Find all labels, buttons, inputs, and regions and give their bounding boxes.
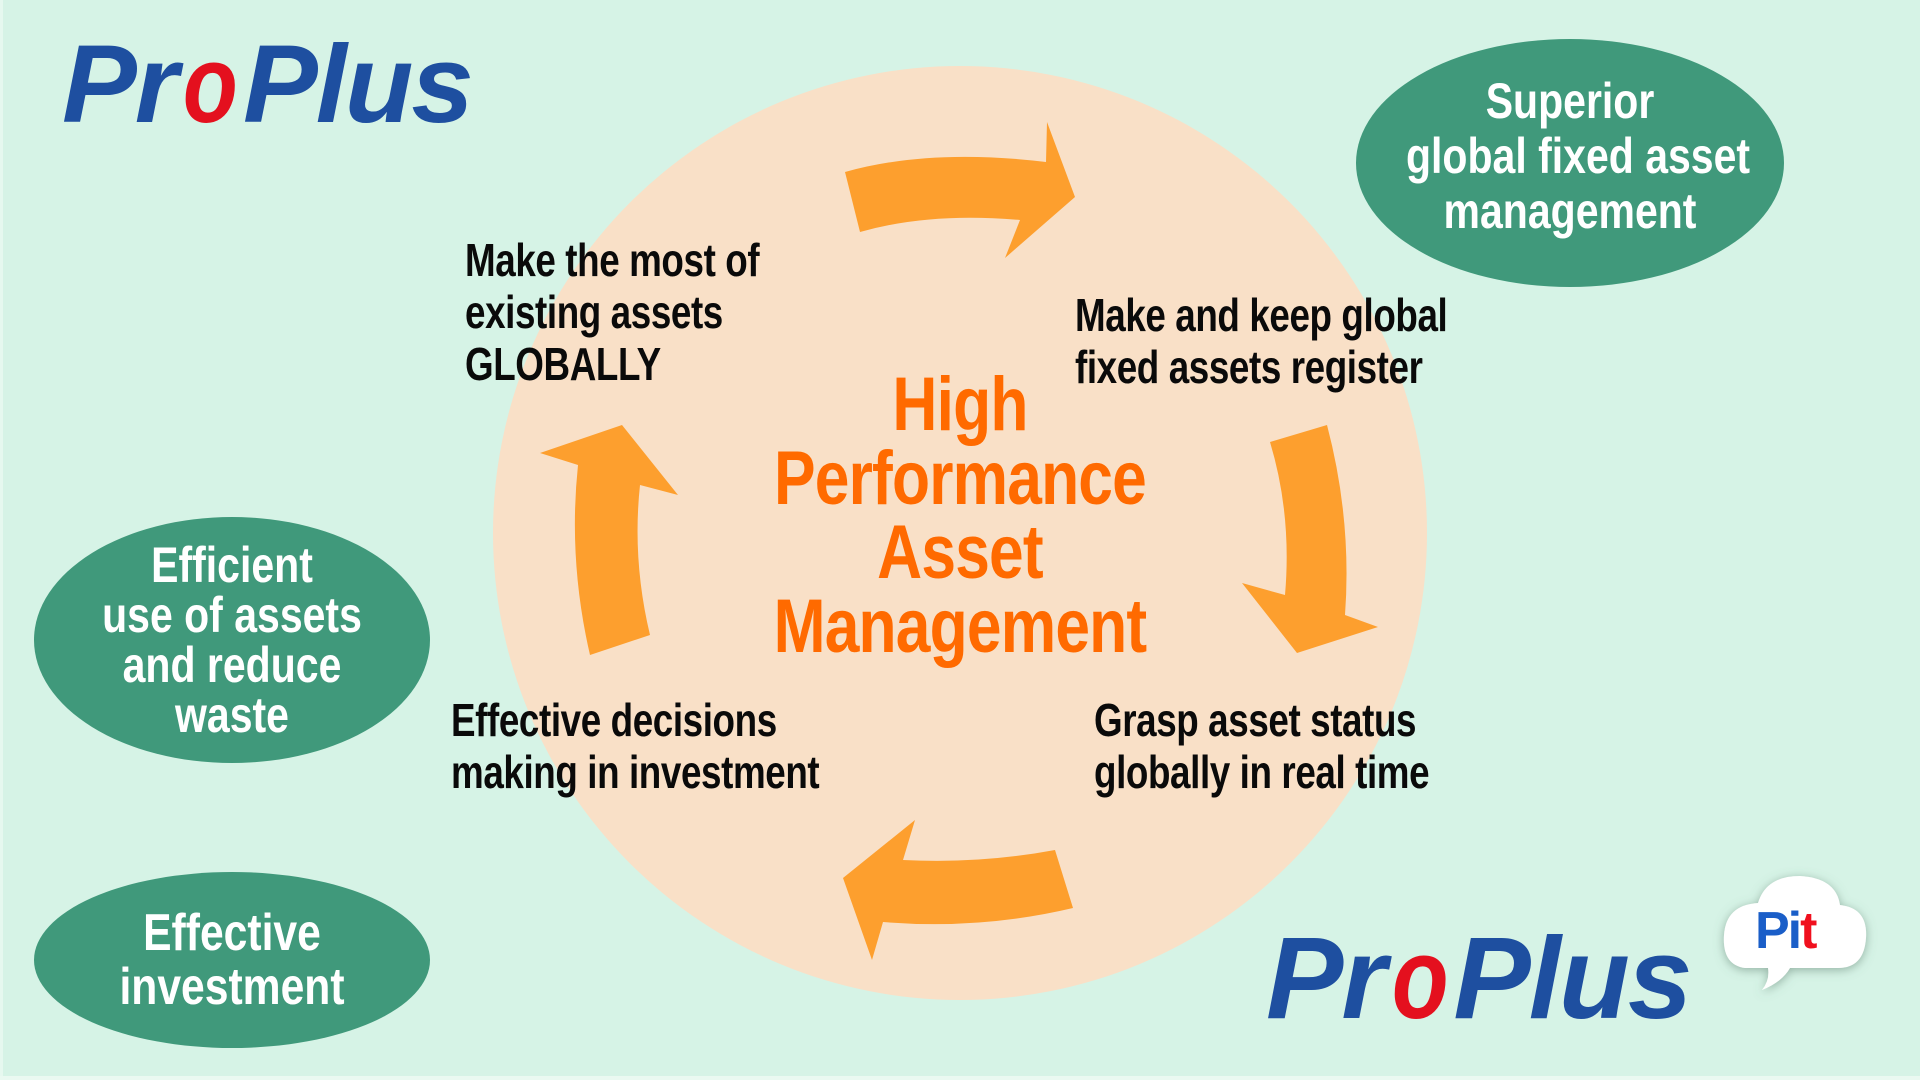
- arrow-down-icon: [1242, 425, 1378, 653]
- benefit-ellipse-superior: [1356, 39, 1784, 287]
- benefit-ellipse-efficient: [34, 517, 430, 763]
- title-line: High: [892, 362, 1028, 447]
- cycle-step-make-most: Make the most of existing assets GLOBALL…: [465, 234, 760, 390]
- benefit-line: waste: [175, 687, 289, 743]
- step-line: Make and keep global: [1075, 289, 1448, 341]
- benefit-line: use of assets: [102, 587, 362, 643]
- logo-text-plus: Plus: [242, 23, 474, 146]
- pit-badge-label: Pit: [1755, 902, 1818, 960]
- logo-text-pr: Pr: [62, 23, 178, 146]
- title-line: Management: [773, 584, 1148, 669]
- arrow-left-icon: [843, 820, 1073, 960]
- title-line: Asset: [877, 510, 1043, 595]
- cycle-step-grasp-status: Grasp asset status globally in real time: [1094, 694, 1430, 798]
- pit-cloud-icon: [1723, 876, 1867, 990]
- step-line: Grasp asset status: [1094, 694, 1417, 746]
- step-line: globally in real time: [1094, 746, 1430, 798]
- bottom-edge-strip: [0, 1076, 1920, 1080]
- arrow-up-icon: [540, 425, 678, 655]
- cycle-step-register: Make and keep global fixed assets regist…: [1075, 289, 1448, 393]
- benefit-line: management: [1443, 183, 1697, 239]
- benefit-line: and reduce: [122, 637, 342, 693]
- benefit-line: global fixed asset: [1406, 128, 1751, 184]
- cycle-circle: [493, 66, 1427, 1000]
- benefit-line: Efficient: [151, 537, 313, 593]
- proplus-logo-top: ProPlus: [62, 23, 474, 146]
- step-line: fixed assets register: [1075, 341, 1423, 393]
- proplus-logo-bottom: ProPlus: [1266, 913, 1692, 1043]
- cycle-step-decisions: Effective decisions making in investment: [451, 694, 820, 798]
- pit-badge-pi: Pi: [1755, 902, 1802, 960]
- step-line: existing assets: [465, 286, 723, 338]
- benefit-superior-text: Superior global fixed asset management: [1370, 74, 1770, 239]
- arrow-right-icon: [845, 122, 1075, 258]
- logo-text-plus: Plus: [1453, 913, 1692, 1043]
- logo-red-o: o: [183, 23, 238, 146]
- benefit-line: investment: [119, 958, 345, 1016]
- step-line: Effective decisions: [451, 694, 777, 746]
- step-line: Make the most of: [465, 234, 760, 286]
- benefit-effective-investment-text: Effective investment: [32, 906, 432, 1014]
- benefit-efficient-text: Efficient use of assets and reduce waste: [32, 540, 432, 740]
- step-line: making in investment: [451, 746, 820, 798]
- benefit-line: Superior: [1485, 73, 1655, 129]
- benefit-ellipse-effective-investment: [34, 872, 430, 1048]
- title-line: Performance: [774, 436, 1147, 521]
- left-edge-strip: [0, 0, 3, 1080]
- pit-badge-t: t: [1800, 902, 1817, 960]
- logo-text-pr: Pr: [1266, 913, 1387, 1043]
- step-line: GLOBALLY: [465, 338, 661, 390]
- logo-red-o: o: [1391, 913, 1448, 1043]
- benefit-line: Effective: [143, 904, 321, 962]
